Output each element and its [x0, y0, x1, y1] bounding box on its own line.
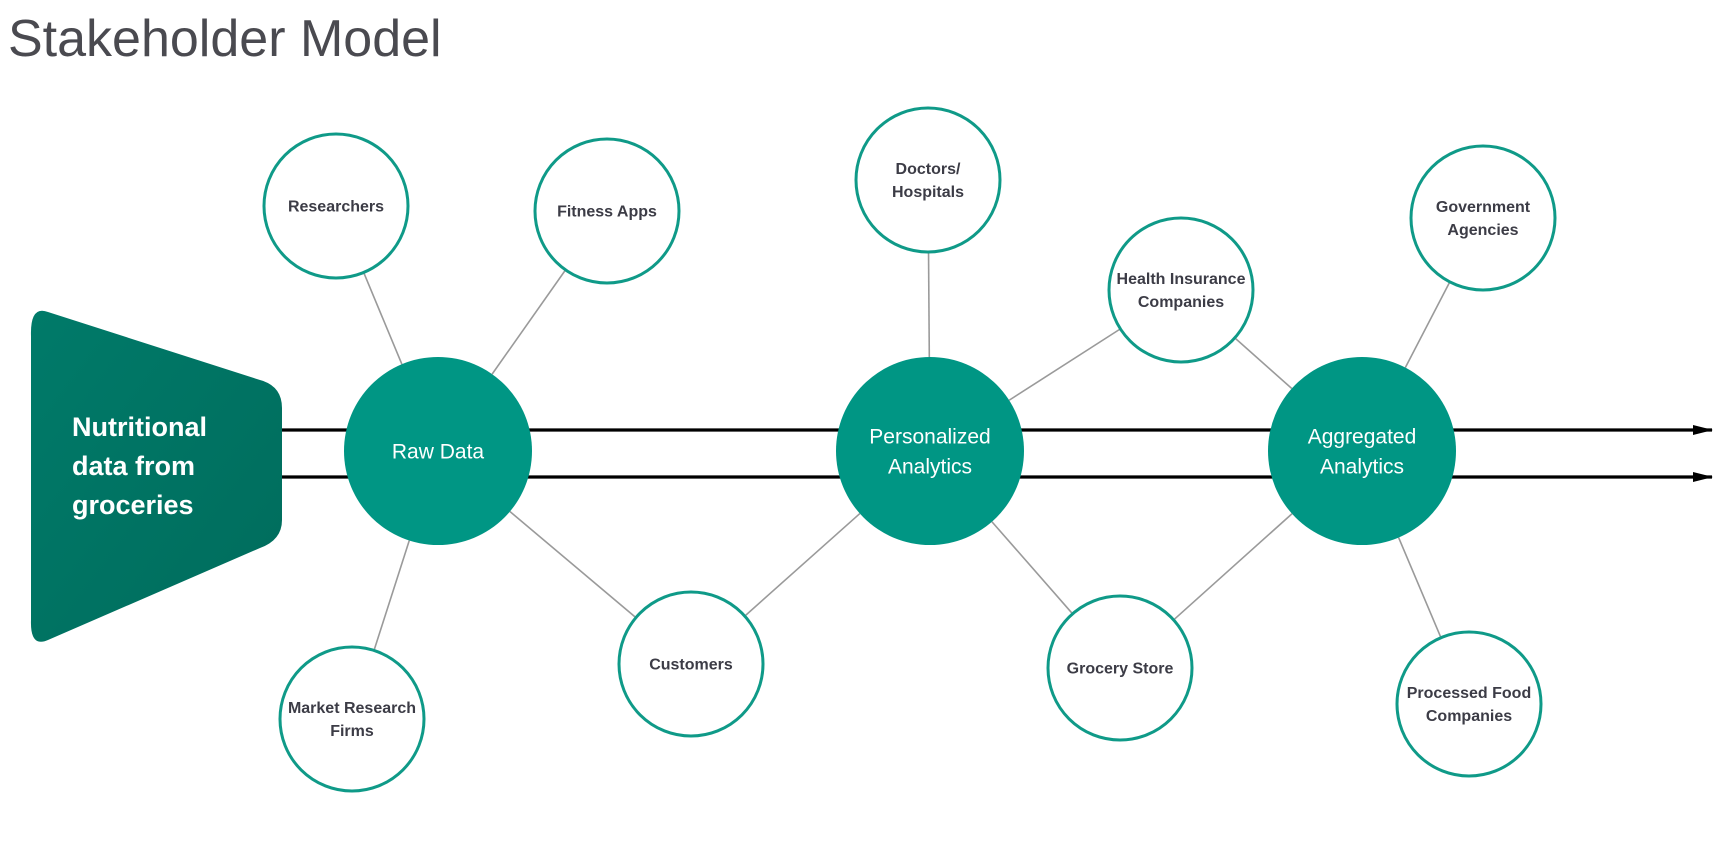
- stakeholder-label-customers-line: Customers: [649, 657, 733, 674]
- connector-personalized-analytics-health-insurance-companies: [1008, 328, 1121, 401]
- stakeholder-circle: [1046, 594, 1194, 742]
- connector-raw-data-researchers: [362, 272, 403, 365]
- page-title: Stakeholder Model: [8, 10, 442, 68]
- hub-label-raw-data-line: Raw Data: [392, 440, 485, 463]
- stakeholder-label-doctors-hospitals-line: Hospitals: [892, 184, 964, 201]
- stakeholder-node-doctors-hospitals: Doctors/Hospitals: [854, 106, 1002, 254]
- stakeholder-circle: [278, 645, 426, 793]
- connector-aggregated-analytics-processed-food-companies: [1397, 537, 1442, 638]
- connector-aggregated-analytics-government-agencies: [1404, 281, 1451, 368]
- stakeholder-circle: [1395, 630, 1543, 778]
- connectors-layer: [362, 251, 1451, 651]
- connector-aggregated-analytics-health-insurance-companies: [1234, 337, 1293, 390]
- connector-raw-data-fitness-apps: [491, 269, 567, 375]
- hub-node-raw-data: Raw Data: [344, 357, 532, 545]
- stakeholder-label-fitness-apps-line: Fitness Apps: [557, 204, 657, 221]
- hub-circle: [1268, 357, 1456, 545]
- stakeholder-circle: [617, 590, 765, 738]
- stakeholder-label-researchers: Researchers: [288, 199, 384, 216]
- stakeholder-node-fitness-apps: Fitness Apps: [533, 137, 681, 285]
- source-label-line: groceries: [72, 490, 194, 520]
- stakeholder-label-fitness-apps: Fitness Apps: [557, 204, 657, 221]
- stakeholder-label-doctors-hospitals-line: Doctors/: [896, 161, 961, 178]
- stakeholder-label-grocery-store: Grocery Store: [1067, 661, 1174, 678]
- source-label: Nutritional data from groceries: [72, 412, 207, 520]
- connector-personalized-analytics-customers: [744, 512, 861, 617]
- hub-label-personalized-analytics-line: Analytics: [888, 455, 972, 478]
- hub-circle: [344, 357, 532, 545]
- hub-label-aggregated-analytics-line: Aggregated: [1308, 425, 1417, 448]
- stakeholder-label-market-research-firms-line: Firms: [330, 723, 374, 740]
- source-label-line: Nutritional: [72, 412, 207, 442]
- connector-raw-data-customers: [509, 510, 637, 619]
- stakeholder-circle: [262, 132, 410, 280]
- hub-circle: [836, 357, 1024, 545]
- connector-personalized-analytics-grocery-store: [991, 521, 1074, 615]
- stakeholder-circle: [1107, 216, 1255, 364]
- connector-personalized-analytics-doctors-hospitals: [927, 251, 931, 358]
- stakeholder-circle: [1409, 144, 1557, 292]
- stakeholder-label-government-agencies-line: Agencies: [1447, 222, 1518, 239]
- stakeholder-label-grocery-store-line: Grocery Store: [1067, 661, 1174, 678]
- stakeholder-label-processed-food-companies-line: Processed Food: [1407, 685, 1531, 702]
- stakeholder-circle: [854, 106, 1002, 254]
- hub-label-aggregated-analytics-line: Analytics: [1320, 455, 1404, 478]
- source-node-layer: Nutritional data from groceries: [30, 310, 282, 642]
- connector-aggregated-analytics-grocery-store: [1173, 513, 1293, 621]
- stakeholder-node-researchers: Researchers: [262, 132, 410, 280]
- hub-label-raw-data: Raw Data: [392, 440, 485, 463]
- source-label-line: data from: [72, 451, 195, 481]
- stakeholder-label-health-insurance-companies-line: Companies: [1138, 294, 1224, 311]
- stakeholder-label-processed-food-companies-line: Companies: [1426, 708, 1512, 725]
- stakeholder-node-customers: Customers: [617, 590, 765, 738]
- stakeholder-label-customers: Customers: [649, 657, 733, 674]
- source-node: [30, 310, 282, 642]
- stakeholder-circle: [533, 137, 681, 285]
- stakeholder-label-government-agencies-line: Government: [1436, 199, 1531, 216]
- stakeholder-label-researchers-line: Researchers: [288, 199, 384, 216]
- stakeholder-label-market-research-firms-line: Market Research: [288, 700, 416, 717]
- stakeholder-node-grocery-store: Grocery Store: [1046, 594, 1194, 742]
- hub-label-personalized-analytics-line: Personalized: [869, 425, 990, 448]
- stakeholder-label-doctors-hospitals: Doctors/Hospitals: [892, 161, 964, 201]
- stakeholder-label-health-insurance-companies-line: Health Insurance: [1117, 271, 1246, 288]
- connector-raw-data-market-research-firms: [373, 540, 411, 651]
